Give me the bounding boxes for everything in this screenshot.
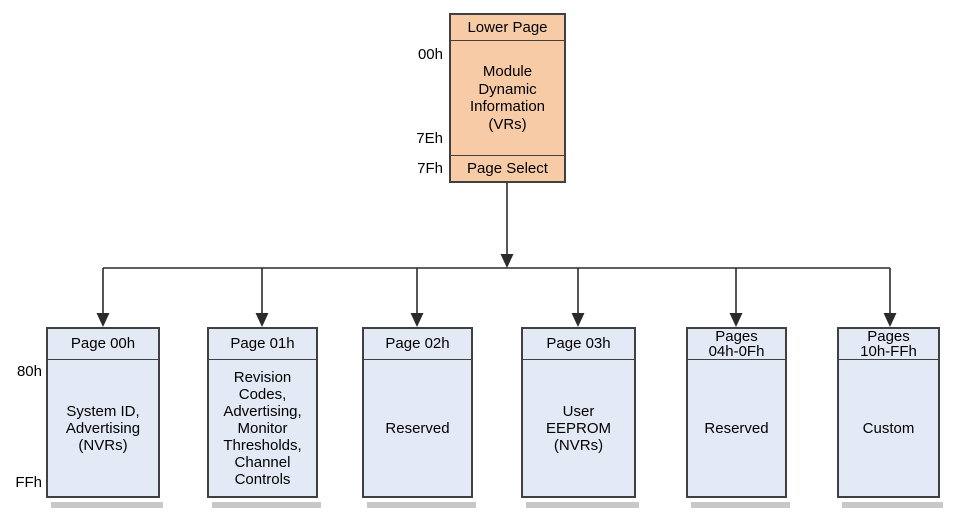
page-header: Page 00h xyxy=(48,329,158,360)
page-body: System ID, Advertising (NVRs) xyxy=(65,402,141,454)
page-select-cell: Page Select xyxy=(451,155,564,181)
arrowhead-down-icon xyxy=(883,313,897,327)
page-box-00h: Page 00h System ID, Advertising (NVRs) xyxy=(46,327,163,508)
page-header: Page 03h xyxy=(523,329,634,360)
page-body: Reserved xyxy=(704,419,769,437)
page-box-01h: Page 01h Revision Codes, Advertising, Mo… xyxy=(207,327,321,508)
lower-page-body: Module Dynamic Information (VRs) xyxy=(469,63,546,133)
page-box-04h-0fh: Pages 04h-0Fh Reserved xyxy=(686,327,790,508)
page-body: Reserved xyxy=(385,419,450,437)
page-body: Custom xyxy=(862,419,915,437)
addr-label-7fh: 7Fh xyxy=(417,160,443,177)
addr-label-00h: 00h xyxy=(417,46,443,63)
page-box-02h: Page 02h Reserved xyxy=(362,327,476,508)
arrowhead-down-icon xyxy=(255,313,269,327)
addr-label-ffh: FFh xyxy=(15,474,42,491)
addr-label-80h: 80h xyxy=(16,363,42,380)
page-header: Pages 04h-0Fh xyxy=(688,328,785,360)
page-box-03h: Page 03h User EEPROM (NVRs) xyxy=(521,327,639,508)
page-header: Page 01h xyxy=(209,329,316,360)
page-body: User EEPROM (NVRs) xyxy=(545,402,611,454)
arrowhead-down-icon xyxy=(500,254,514,268)
page-body: Revision Codes, Advertising, Monitor Thr… xyxy=(223,368,302,488)
arrowhead-down-icon xyxy=(96,313,110,327)
arrowhead-down-icon xyxy=(571,313,585,327)
addr-label-7eh: 7Eh xyxy=(416,130,443,147)
lower-page-header: Lower Page xyxy=(451,15,564,41)
arrowhead-down-icon xyxy=(729,313,743,327)
arrowhead-down-icon xyxy=(410,313,424,327)
lower-page-box: Lower Page Module Dynamic Information (V… xyxy=(449,13,566,183)
page-header: Page 02h xyxy=(364,329,471,360)
page-header: Pages 10h-FFh xyxy=(839,328,938,360)
page-box-10h-ffh: Pages 10h-FFh Custom xyxy=(837,327,943,508)
